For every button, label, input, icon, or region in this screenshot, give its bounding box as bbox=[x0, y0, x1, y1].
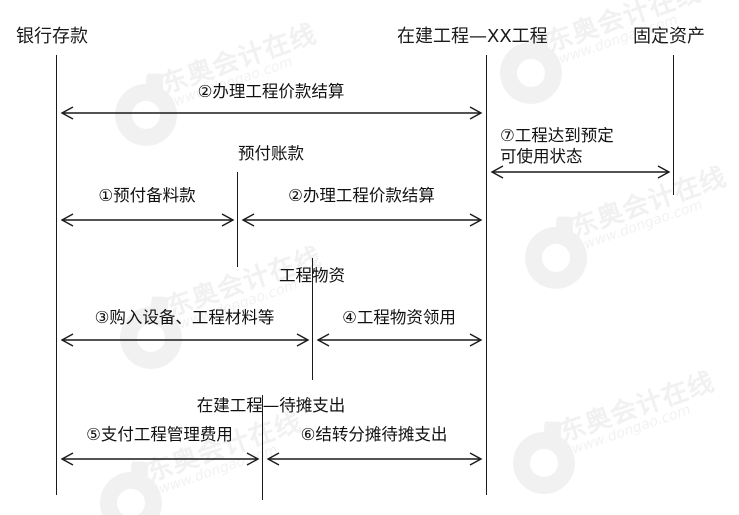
flow-label-transfer-line1: ⑦工程达到预定 bbox=[500, 126, 614, 145]
watermark-url: www.dongao.com bbox=[581, 196, 705, 253]
watermark-brand: 东奥会计在线 bbox=[555, 367, 719, 449]
flow-arrow-row-4-right bbox=[266, 452, 483, 466]
flow-label-row-2-right: ②办理工程价款结算 bbox=[288, 186, 435, 205]
account-label-row-3: 工程物资 bbox=[279, 266, 345, 285]
column-header-fixed-asset: 固定资产 bbox=[633, 26, 705, 47]
column-header-bank: 银行存款 bbox=[16, 26, 88, 47]
account-line-bank bbox=[56, 55, 57, 495]
flow-arrow-row-3-left bbox=[60, 333, 310, 347]
flow-label-row-4-right: ⑥结转分摊待摊支出 bbox=[300, 425, 448, 444]
divider-line-deferred-expense bbox=[262, 395, 263, 500]
divider-line-engineering-materials bbox=[312, 258, 313, 380]
account-label-row-2: 预付账款 bbox=[238, 144, 304, 163]
account-label-row-4: 在建工程—待摊支出 bbox=[196, 396, 346, 415]
watermark-ring-icon bbox=[91, 463, 171, 515]
watermark-logo: 东奥会计在线 www.dongao.com bbox=[504, 367, 719, 503]
flow-label-row-1: ②办理工程价款结算 bbox=[197, 82, 345, 101]
flow-label-row-3-left: ③购入设备、工程材料等 bbox=[94, 308, 275, 327]
flow-arrow-transfer bbox=[490, 165, 671, 179]
flow-arrow-row-4-left bbox=[60, 452, 260, 466]
watermark-logo: 东奥会计在线 www.dongao.com bbox=[516, 162, 731, 298]
watermark-ring-icon bbox=[504, 423, 584, 503]
flow-arrow-row-2-right bbox=[241, 213, 483, 227]
flow-label-row-3-right: ④工程物资领用 bbox=[342, 308, 456, 327]
flow-arrow-row-3-right bbox=[316, 333, 483, 347]
column-header-construction-in-progress: 在建工程—XX工程 bbox=[397, 26, 548, 47]
flow-label-row-2-left: ①预付备料款 bbox=[98, 186, 196, 205]
watermark-url: www.dongao.com bbox=[569, 401, 693, 458]
account-line-construction-in-progress bbox=[486, 55, 487, 495]
account-line-fixed-asset bbox=[673, 55, 674, 195]
flow-arrow-row-1 bbox=[60, 106, 483, 120]
flow-label-transfer-line2: 可使用状态 bbox=[500, 147, 583, 166]
flow-label-row-4-left: ⑤支付工程管理费用 bbox=[86, 425, 233, 444]
flow-arrow-row-2-left bbox=[60, 213, 235, 227]
divider-line-prepayment bbox=[237, 172, 238, 267]
